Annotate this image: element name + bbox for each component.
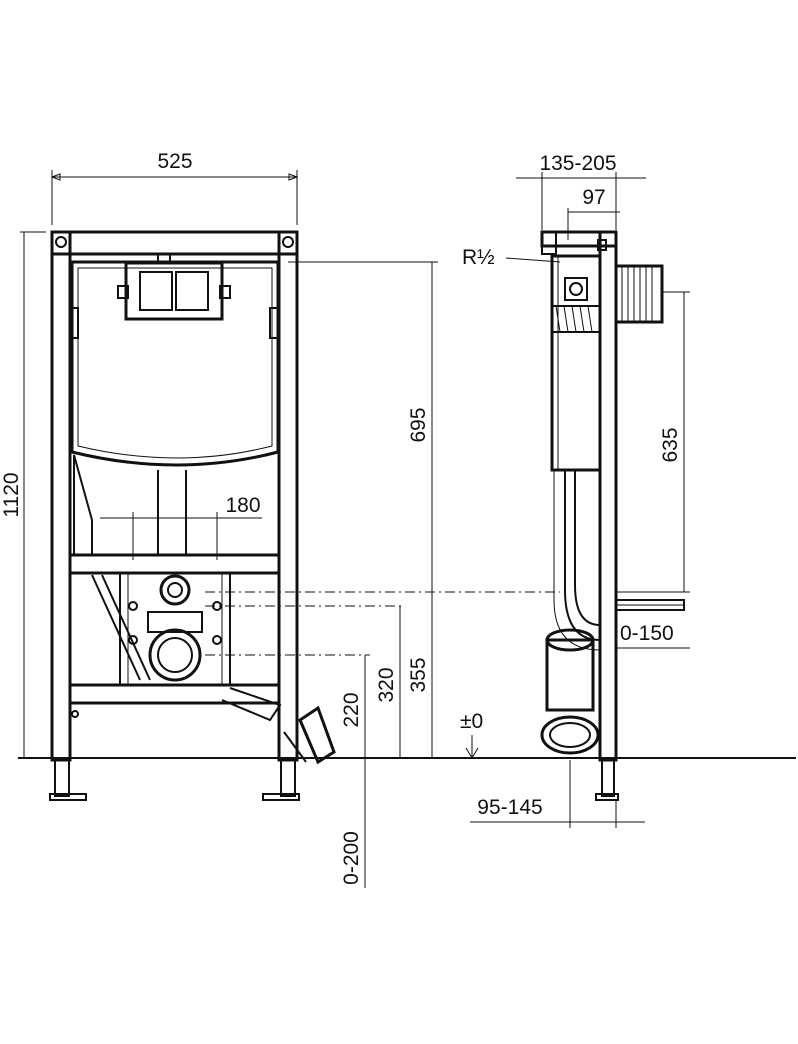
- dim-depth: 135-205: [539, 152, 616, 175]
- side-view: 135-205 97 R½ 635 0-150 ±0 95-145: [460, 152, 690, 828]
- bolt-right-lower: [212, 635, 222, 645]
- side-flush-pipe: [564, 470, 601, 641]
- upper-cross-rail: [68, 553, 281, 575]
- dim-zero-level: ±0: [460, 710, 483, 733]
- flush-clip-right: [219, 285, 231, 299]
- dim-220: 220: [340, 692, 363, 727]
- dim-depth-inner: 97: [582, 186, 605, 209]
- dim-offset: 95-145: [477, 796, 542, 819]
- drain-pipe: [91, 574, 151, 681]
- left-post: [50, 230, 72, 762]
- top-nub: [157, 253, 171, 263]
- side-drain: [545, 638, 595, 712]
- front-view: 525 1120 695 355 320 220 0-200 180: [0, 150, 560, 888]
- right-leg: [280, 759, 296, 797]
- right-post: [277, 230, 299, 762]
- dim-thread: R½: [462, 246, 495, 269]
- drain-outlet: [148, 628, 202, 682]
- bolt-left-upper: [128, 601, 138, 611]
- right-foot: [262, 793, 300, 801]
- dim-355: 355: [407, 657, 430, 692]
- side-flush-plate: [614, 264, 664, 324]
- side-frame-post: [598, 230, 618, 762]
- cistern-body: [70, 260, 280, 467]
- dim-320: 320: [375, 667, 398, 702]
- cistern-side-tab-left: [69, 307, 79, 339]
- side-drain-outlet: [540, 715, 600, 755]
- left-diagonal: [73, 454, 93, 556]
- left-leg: [54, 759, 70, 797]
- cistern-inner: [77, 267, 273, 459]
- dim-width: 525: [157, 150, 192, 173]
- drain-elbow: [298, 705, 336, 765]
- top-rail: [50, 230, 299, 256]
- bolt-top-left: [55, 236, 67, 248]
- bolt-top-right: [282, 236, 294, 248]
- cistern-side-tab-right: [269, 307, 279, 339]
- drain-pipe-out: [221, 687, 282, 722]
- side-cistern: [550, 254, 602, 472]
- water-inlet: [159, 574, 191, 606]
- flush-clip-left: [117, 285, 129, 299]
- drain-bracket: [119, 572, 231, 686]
- dim-635: 635: [659, 427, 682, 462]
- dim-drain-spacing: 180: [225, 494, 260, 517]
- dim-cistern: 695: [407, 407, 430, 442]
- flush-plate-frame: [124, 261, 224, 321]
- flush-button-right: [175, 271, 209, 311]
- left-foot: [49, 793, 87, 801]
- dim-range-0-150: 0-150: [620, 622, 674, 645]
- flush-button-left: [139, 271, 173, 311]
- dim-floor-range: 0-200: [340, 831, 363, 885]
- dim-height: 1120: [0, 472, 23, 517]
